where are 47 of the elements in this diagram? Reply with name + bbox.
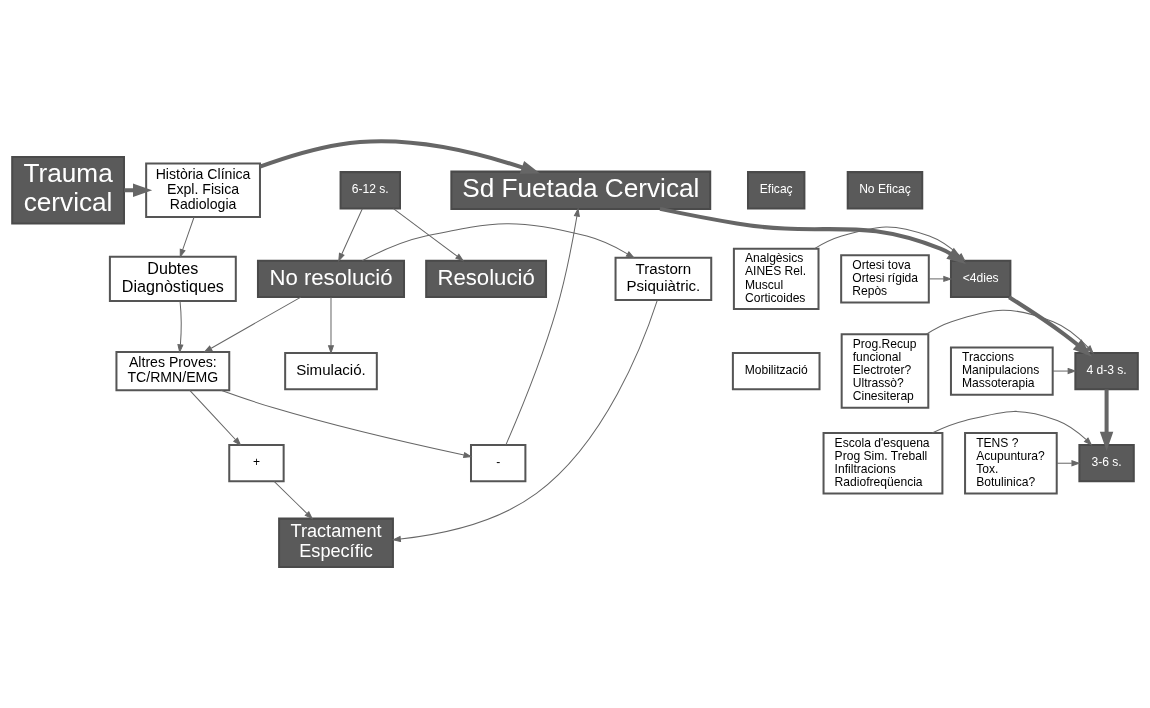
node-box: <4dies — [949, 259, 1012, 299]
arrow — [928, 275, 953, 283]
node-box: Trastorn Psiquiàtric. — [614, 256, 713, 302]
node-box: Resolució — [425, 259, 548, 299]
arrow — [220, 389, 473, 459]
arrow — [361, 223, 635, 262]
node-box: Dubtes Diagnòstiques — [108, 255, 237, 303]
arrow — [391, 299, 658, 543]
node-box: Altres Proves: TC/RMN/EMG — [115, 350, 231, 392]
node-box: Traccions Manipulacions Massoterapia — [949, 346, 1054, 396]
arrow — [338, 208, 363, 263]
arrow — [659, 206, 966, 264]
node-box: 4 d-3 s. — [1074, 351, 1139, 391]
arrow — [1052, 367, 1077, 375]
node-box: No resolució — [256, 259, 406, 299]
node-box: Analgèsics AINES Rel. Muscul Corticoides — [732, 247, 820, 311]
node-box: 3-6 s. — [1078, 444, 1135, 483]
arrow — [505, 207, 580, 446]
node-box: Simulació. — [284, 351, 378, 391]
node-box: Ortesi tova Ortesi rígida Repòs — [840, 254, 930, 304]
node-box: Escola d'esquena Prog Sim. Treball Infiltracions Radiofreqüencia — [822, 432, 944, 495]
arrow — [925, 309, 1094, 354]
node-box: Sd Fuetada Cervical — [450, 170, 712, 210]
node-box: TENS ? Acupuntura? Tox. Botulinica? — [964, 432, 1058, 495]
node-box: - — [470, 444, 527, 483]
arrow — [327, 296, 335, 355]
node-box: Prog.Recup funcional Electroter? Ultrassò? Cinesiterap — [840, 333, 930, 409]
node-box: No Eficaç — [846, 171, 924, 210]
arrow — [1008, 295, 1092, 357]
node-box: + — [228, 444, 285, 483]
node-box: Mobilització — [731, 351, 821, 391]
arrow — [392, 208, 465, 262]
node-box: Tractament Específic — [278, 517, 394, 568]
arrow — [1099, 389, 1114, 451]
arrow — [259, 139, 541, 174]
arrow — [814, 226, 966, 262]
node-box: Història Clínica Expl. Fisica Radiologia — [145, 162, 261, 218]
node-box: Trauma cervical — [11, 156, 125, 225]
node-box: Eficaç — [747, 171, 806, 210]
arrow — [189, 389, 242, 447]
arrow — [273, 480, 314, 520]
arrow — [177, 300, 184, 354]
arrow — [203, 296, 302, 353]
arrow — [179, 216, 195, 258]
arrow — [931, 410, 1093, 446]
arrow — [1056, 460, 1081, 467]
node-box: 6-12 s. — [339, 171, 401, 210]
